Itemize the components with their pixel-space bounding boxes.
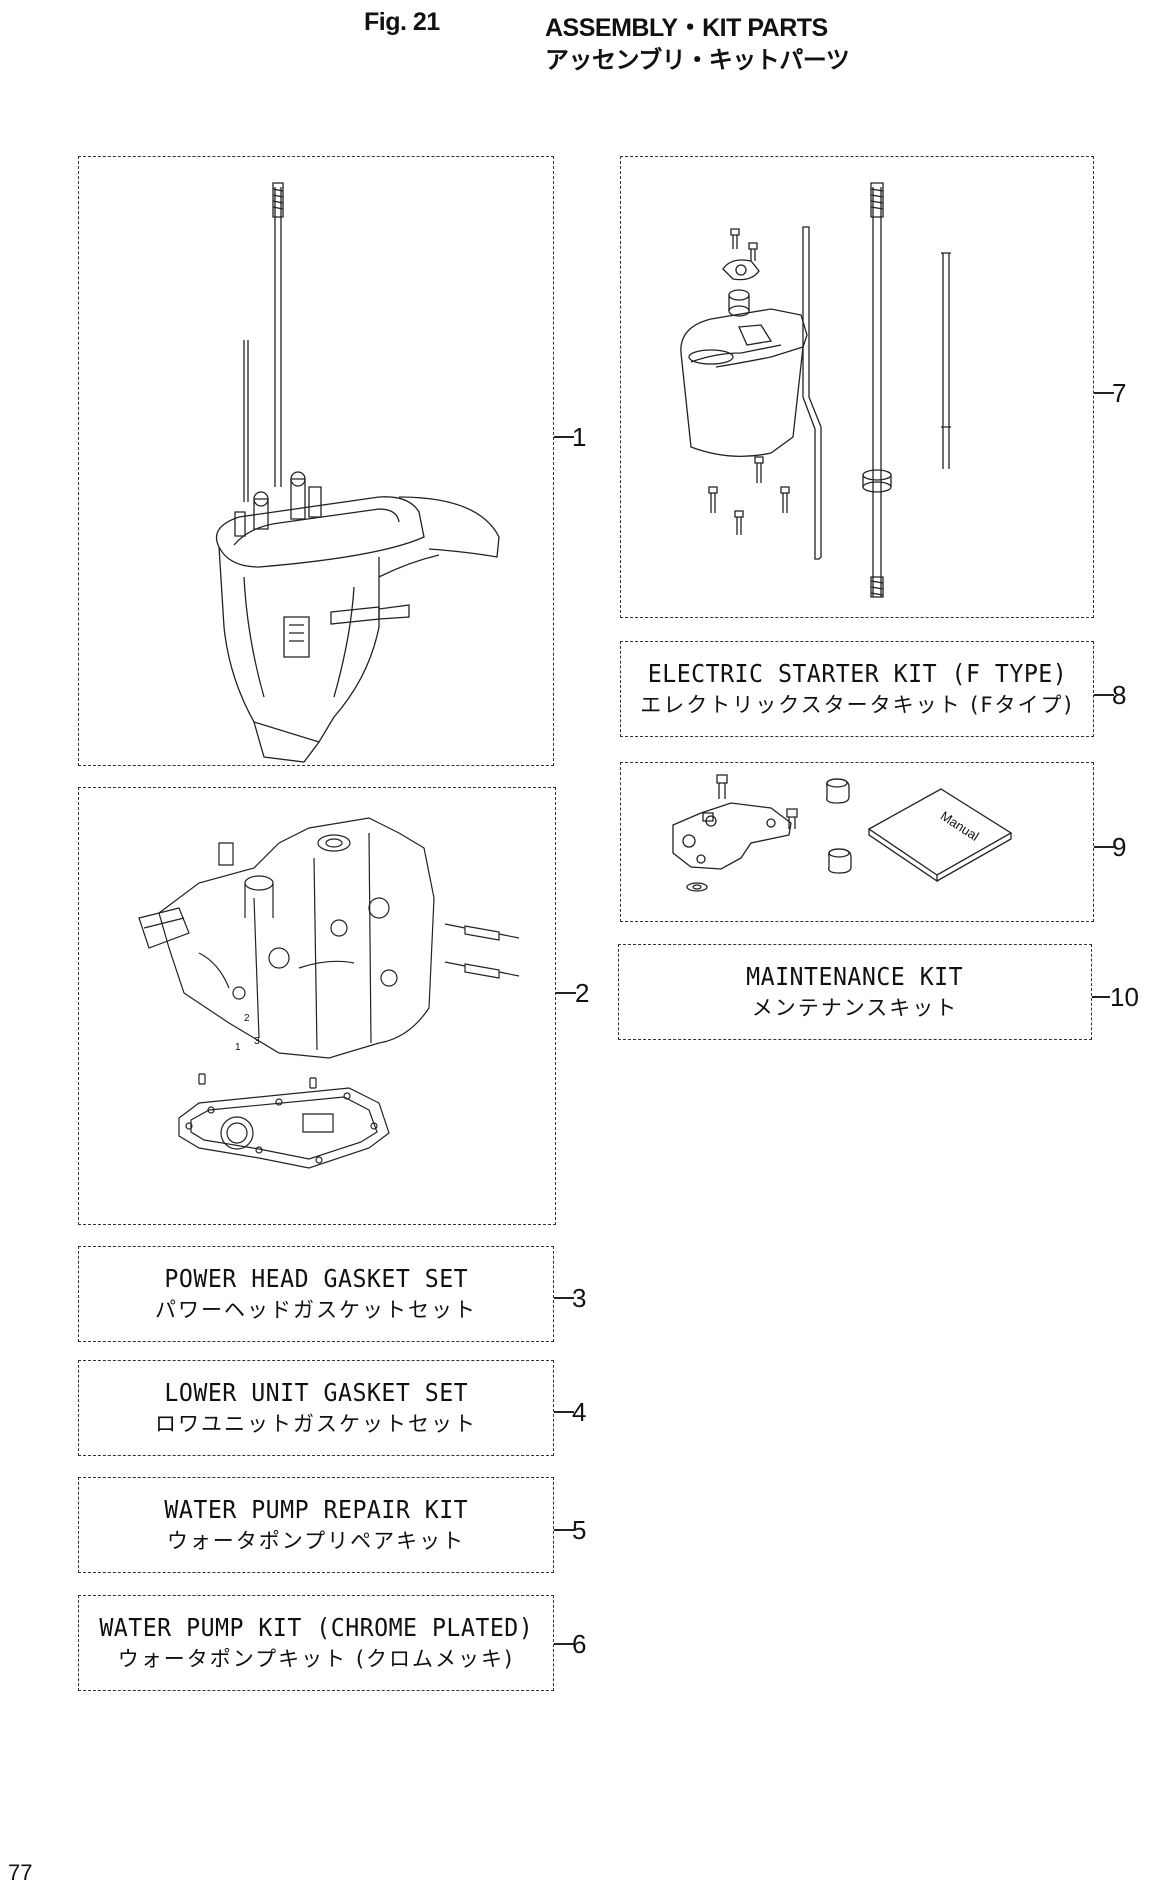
item-10-leader bbox=[1092, 996, 1110, 998]
item-4-leader bbox=[554, 1411, 574, 1413]
item-4-box[interactable]: LOWER UNIT GASKET SET ロワユニットガスケットセット bbox=[78, 1360, 554, 1456]
item-6-box[interactable]: WATER PUMP KIT (CHROME PLATED) ウォータポンプキッ… bbox=[78, 1595, 554, 1691]
item-10-box[interactable]: MAINTENANCE KIT メンテナンスキット bbox=[618, 944, 1092, 1040]
item-9-number: 9 bbox=[1112, 832, 1127, 862]
item-5-name-jp: ウォータポンプリペアキット bbox=[166, 1529, 466, 1553]
upper-casing-drawing bbox=[621, 157, 1095, 619]
item-2-box[interactable]: 2 3 1 bbox=[78, 787, 556, 1225]
item-2-leader bbox=[556, 992, 576, 994]
cylinder-mark-3: 3 bbox=[254, 1036, 260, 1047]
item-8-number: 8 bbox=[1112, 680, 1127, 710]
item-10-name-jp: メンテナンスキット bbox=[751, 996, 959, 1020]
item-1-leader bbox=[554, 436, 574, 438]
item-7-number: 7 bbox=[1112, 378, 1127, 408]
item-6-leader bbox=[554, 1643, 574, 1645]
figure-title-en: ASSEMBLY・KIT PARTS bbox=[545, 14, 828, 42]
maintenance-parts-drawing bbox=[621, 763, 1095, 923]
item-10-number: 10 bbox=[1110, 982, 1139, 1012]
item-5-leader bbox=[554, 1529, 574, 1531]
item-3-number: 3 bbox=[572, 1283, 587, 1313]
item-4-name-en: LOWER UNIT GASKET SET bbox=[164, 1378, 468, 1407]
lower-unit-drawing bbox=[79, 157, 555, 767]
item-8-box[interactable]: ELECTRIC STARTER KIT (F TYPE) エレクトリックスター… bbox=[620, 641, 1094, 737]
item-9-box[interactable]: Manual bbox=[620, 762, 1094, 922]
item-9-leader bbox=[1094, 846, 1114, 848]
cylinder-mark-2: 2 bbox=[244, 1013, 250, 1024]
item-5-box[interactable]: WATER PUMP REPAIR KIT ウォータポンプリペアキット bbox=[78, 1477, 554, 1573]
item-1-box[interactable] bbox=[78, 156, 554, 766]
item-8-name-jp: エレクトリックスタータキット (Fタイプ) bbox=[640, 693, 1074, 717]
page-number: 77 bbox=[8, 1860, 33, 1885]
item-6-name-en: WATER PUMP KIT (CHROME PLATED) bbox=[99, 1613, 533, 1642]
item-10-name-en: MAINTENANCE KIT bbox=[746, 962, 964, 991]
cylinder-mark-1: 1 bbox=[235, 1042, 241, 1053]
figure-title-jp: アッセンブリ・キットパーツ bbox=[545, 47, 850, 74]
item-7-box[interactable] bbox=[620, 156, 1094, 618]
item-4-name-jp: ロワユニットガスケットセット bbox=[155, 1412, 477, 1436]
item-3-box[interactable]: POWER HEAD GASKET SET パワーヘッドガスケットセット bbox=[78, 1246, 554, 1342]
item-4-number: 4 bbox=[572, 1397, 587, 1427]
item-3-name-jp: パワーヘッドガスケットセット bbox=[155, 1298, 477, 1322]
power-head-drawing bbox=[79, 788, 557, 1226]
item-5-number: 5 bbox=[572, 1515, 587, 1545]
item-7-leader bbox=[1094, 392, 1114, 394]
item-8-name-en: ELECTRIC STARTER KIT (F TYPE) bbox=[647, 659, 1067, 688]
item-3-leader bbox=[554, 1297, 574, 1299]
item-5-name-en: WATER PUMP REPAIR KIT bbox=[164, 1495, 468, 1524]
item-6-name-jp: ウォータポンプキット (クロムメッキ) bbox=[117, 1647, 515, 1671]
item-3-name-en: POWER HEAD GASKET SET bbox=[164, 1264, 468, 1293]
item-6-number: 6 bbox=[572, 1629, 587, 1659]
item-8-leader bbox=[1094, 694, 1114, 696]
figure-number: Fig. 21 bbox=[364, 8, 440, 36]
item-2-number: 2 bbox=[575, 978, 590, 1008]
item-1-number: 1 bbox=[572, 422, 587, 452]
